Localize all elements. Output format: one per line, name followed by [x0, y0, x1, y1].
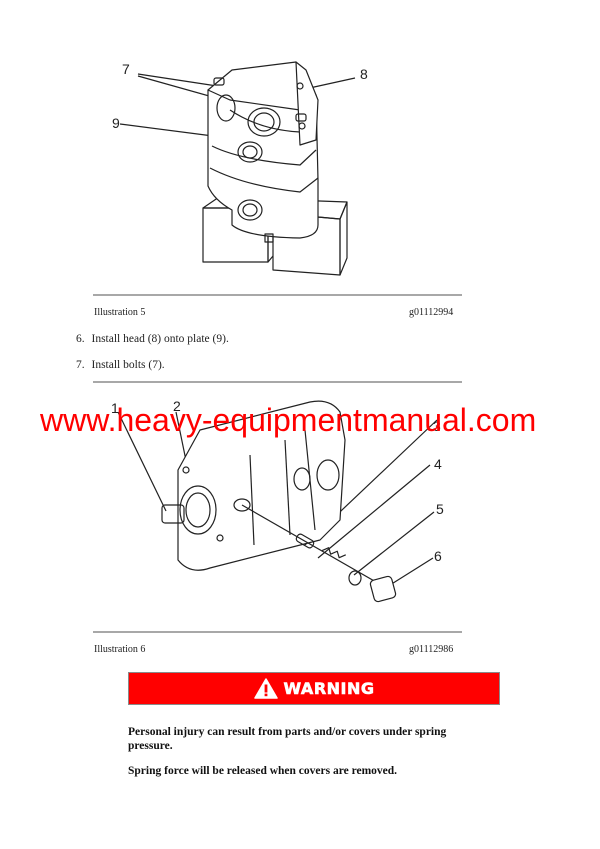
step-6: 6. Install head (8) onto plate (9).	[76, 333, 229, 345]
illustration-6: 1 2 3 4 5 6	[93, 388, 463, 628]
callout-4: 4	[434, 456, 442, 472]
pump-head-assembly-drawing	[119, 61, 356, 276]
callout-6: 6	[434, 548, 442, 564]
callout-7: 7	[122, 61, 130, 77]
step-number: 6.	[76, 333, 85, 345]
callout-2: 2	[173, 398, 181, 414]
step-number: 7.	[76, 359, 85, 371]
divider	[93, 294, 462, 296]
callout-3: 3	[433, 418, 441, 434]
illustration-6-id: g01112986	[409, 644, 454, 655]
divider	[93, 381, 462, 383]
illustration-5: 7 8 9	[93, 55, 463, 285]
step-7: 7. Install bolts (7).	[76, 359, 165, 371]
illustration-5-id: g01112994	[409, 307, 454, 318]
callout-9: 9	[112, 115, 120, 131]
step-text: Install bolts (7).	[91, 359, 165, 371]
watermark-text: www.heavy-equipmentmanual.com	[40, 402, 537, 438]
warning-label: WARNING	[283, 679, 375, 699]
warning-paragraph-1: Personal injury can result from parts an…	[128, 726, 447, 752]
warning-triangle-icon	[253, 678, 278, 699]
step-text: Install head (8) onto plate (9).	[91, 333, 229, 345]
callout-5: 5	[436, 501, 444, 517]
illustration-6-caption: Illustration 6	[94, 644, 146, 655]
illustration-5-caption: Illustration 5	[94, 307, 146, 318]
pump-relief-valve-exploded-drawing	[117, 400, 438, 603]
warning-banner: WARNING	[128, 672, 500, 705]
callout-8: 8	[360, 66, 368, 82]
warning-paragraph-2: Spring force will be released when cover…	[128, 765, 398, 777]
divider	[93, 631, 462, 633]
callout-1: 1	[111, 400, 119, 416]
